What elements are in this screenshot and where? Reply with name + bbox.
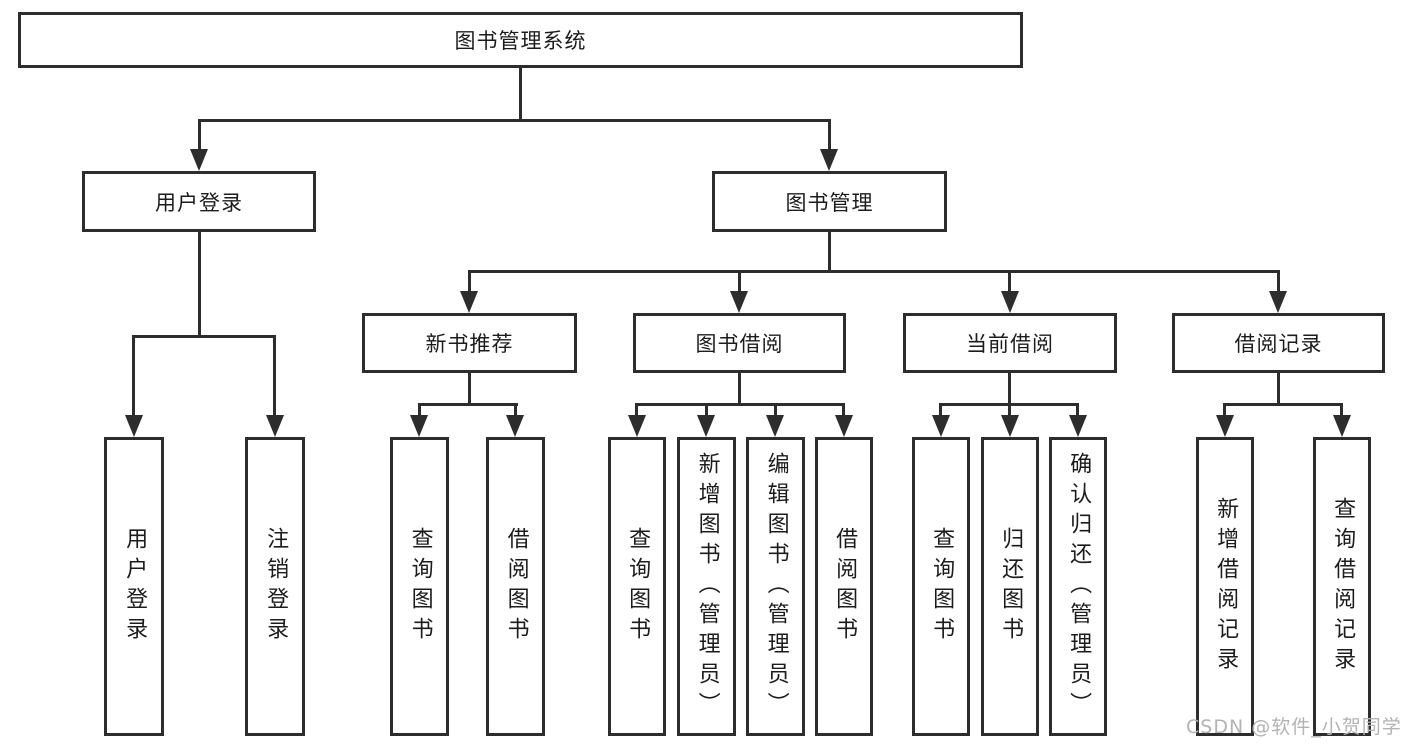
leaf-query-book-current: 查询图书	[912, 437, 970, 736]
connector-drop-group	[1008, 270, 1011, 292]
connector-drop-leaf	[514, 403, 517, 416]
arrow-down-icon	[835, 415, 853, 437]
node-user-login: 用户登录	[82, 171, 316, 232]
connector-level3-rail	[468, 270, 1280, 273]
leaf-label: 新增借阅记录	[1213, 496, 1239, 677]
leaf-label: 查询图书	[625, 526, 651, 647]
node-new-book-recommend: 新书推荐	[362, 313, 577, 373]
connector-drop-user-login	[198, 119, 201, 152]
connector-group-stem	[738, 373, 741, 406]
node-borrow-record-label: 借阅记录	[1234, 332, 1323, 356]
leaf-logout-label: 注销登录	[263, 526, 289, 647]
node-new-book-recommend-label: 新书推荐	[425, 332, 514, 356]
arrow-down-icon	[697, 415, 715, 437]
arrow-down-icon	[1333, 415, 1351, 437]
connector-drop-leaf	[939, 403, 942, 416]
leaf-label: 编辑图书（管理员）	[763, 451, 789, 722]
arrow-down-icon	[1269, 291, 1287, 313]
connector-level2-rail	[198, 119, 831, 122]
leaf-user-login: 用户登录	[104, 437, 164, 736]
arrow-down-icon	[766, 415, 784, 437]
leaf-label: 查询图书	[407, 526, 433, 647]
arrow-down-icon	[1216, 415, 1234, 437]
connector-book-mgmt-stem	[828, 231, 831, 273]
leaf-borrow-book-recommend: 借阅图书	[486, 437, 545, 736]
connector-user-login-rail	[132, 335, 276, 338]
connector-drop-group	[1277, 270, 1280, 292]
arrow-down-icon	[410, 415, 428, 437]
connector-group-stem	[1277, 373, 1280, 406]
leaf-label: 查询图书	[929, 526, 955, 647]
node-book-borrow-label: 图书借阅	[695, 332, 784, 356]
leaf-confirm-return-admin: 确认归还（管理员）	[1049, 437, 1107, 736]
leaf-label: 查询借阅记录	[1330, 496, 1356, 677]
connector-drop-leaf	[842, 403, 845, 416]
leaf-return-book: 归还图书	[981, 437, 1039, 736]
node-current-borrow: 当前借阅	[903, 313, 1117, 373]
leaf-query-book-borrow: 查询图书	[608, 437, 666, 736]
leaf-query-borrow-record: 查询借阅记录	[1313, 437, 1371, 736]
arrow-down-icon	[730, 291, 748, 313]
connector-group-rail	[635, 403, 845, 406]
arrow-down-icon	[460, 291, 478, 313]
arrow-down-icon	[1001, 415, 1019, 437]
leaf-label: 确认归还（管理员）	[1066, 451, 1092, 722]
leaf-borrow-book: 借阅图书	[815, 437, 873, 736]
connector-drop-leaf	[132, 335, 135, 416]
csdn-watermark: CSDN @软件_小贺同学	[1186, 716, 1402, 738]
arrow-down-icon	[820, 149, 838, 171]
leaf-label: 归还图书	[998, 526, 1024, 647]
connector-drop-leaf	[1340, 403, 1343, 416]
node-root-label: 图书管理系统	[454, 29, 587, 53]
leaf-add-book-admin: 新增图书（管理员）	[677, 437, 736, 736]
connector-drop-leaf	[774, 403, 777, 416]
connector-drop-leaf	[1008, 403, 1011, 416]
node-borrow-record: 借阅记录	[1172, 313, 1385, 373]
connector-drop-leaf	[273, 335, 276, 416]
leaf-add-borrow-record: 新增借阅记录	[1196, 437, 1254, 736]
arrow-down-icon	[1069, 415, 1087, 437]
leaf-query-book-recommend: 查询图书	[390, 437, 449, 736]
connector-group-rail	[1223, 403, 1343, 406]
arrow-down-icon	[266, 415, 284, 437]
connector-drop-group	[468, 270, 471, 292]
connector-user-login-stem	[198, 231, 201, 338]
connector-drop-book-mgmt	[828, 119, 831, 152]
leaf-label: 借阅图书	[503, 526, 529, 647]
node-root: 图书管理系统	[18, 12, 1023, 68]
connector-drop-group	[738, 270, 741, 292]
arrow-down-icon	[932, 415, 950, 437]
leaf-user-login-label: 用户登录	[122, 526, 148, 647]
connector-drop-leaf	[1223, 403, 1226, 416]
connector-drop-leaf	[1076, 403, 1079, 416]
leaf-label: 借阅图书	[832, 526, 858, 647]
node-book-mgmt: 图书管理	[712, 171, 947, 232]
node-current-borrow-label: 当前借阅	[966, 332, 1054, 356]
arrow-down-icon	[190, 149, 208, 171]
arrow-down-icon	[506, 415, 524, 437]
connector-group-stem	[468, 373, 471, 406]
connector-drop-leaf	[705, 403, 708, 416]
leaf-edit-book-admin: 编辑图书（管理员）	[746, 437, 805, 736]
arrow-down-icon	[628, 415, 646, 437]
node-book-mgmt-label: 图书管理	[785, 190, 874, 215]
connector-group-rail	[418, 403, 518, 406]
connector-drop-leaf	[418, 403, 421, 416]
leaf-logout: 注销登录	[245, 437, 305, 736]
arrow-down-icon	[1001, 291, 1019, 313]
connector-group-stem	[1008, 373, 1011, 406]
node-user-login-label: 用户登录	[155, 190, 243, 215]
connector-root-stem	[519, 68, 522, 121]
node-book-borrow: 图书借阅	[633, 313, 846, 373]
leaf-label: 新增图书（管理员）	[694, 451, 720, 722]
arrow-down-icon	[125, 415, 143, 437]
connector-drop-leaf	[635, 403, 638, 416]
